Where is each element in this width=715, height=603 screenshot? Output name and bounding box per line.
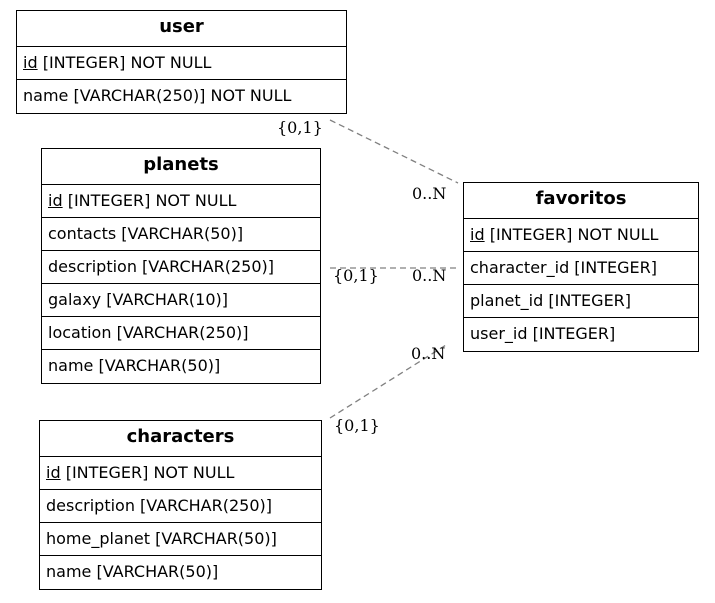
entity-user-attr-id: id [INTEGER] NOT NULL	[17, 47, 346, 80]
entity-favoritos-attr-id: id [INTEGER] NOT NULL	[464, 219, 698, 252]
relation-line-user-favoritos	[329, 119, 459, 184]
entity-planets-attr-location: location [VARCHAR(250)]	[42, 317, 320, 350]
cardinality-user-from: {0,1}	[277, 118, 323, 137]
entity-user[interactable]: user id [INTEGER] NOT NULL name [VARCHAR…	[16, 10, 347, 114]
entity-characters-attr-home-planet: home_planet [VARCHAR(50)]	[40, 523, 321, 556]
cardinality-characters-to: 0..N	[411, 344, 446, 363]
entity-planets-attr-name: name [VARCHAR(50)]	[48, 356, 221, 375]
entity-user-title: user	[17, 11, 346, 47]
entity-characters-attr-id: id [INTEGER] NOT NULL	[40, 457, 321, 490]
entity-favoritos-attr-user-id: user_id [INTEGER]	[470, 324, 616, 343]
entity-planets[interactable]: planets id [INTEGER] NOT NULL contacts […	[41, 148, 321, 384]
entity-favoritos[interactable]: favoritos id [INTEGER] NOT NULL characte…	[463, 182, 699, 352]
cardinality-planets-from: {0,1}	[333, 266, 379, 285]
entity-favoritos-title: favoritos	[464, 183, 698, 219]
entity-characters-attr-description: description [VARCHAR(250)]	[40, 490, 321, 523]
entity-planets-attr-galaxy: galaxy [VARCHAR(10)]	[42, 284, 320, 317]
cardinality-user-to: 0..N	[412, 184, 447, 203]
entity-favoritos-attr-character-id: character_id [INTEGER]	[464, 252, 698, 285]
entity-favoritos-attr-planet-id: planet_id [INTEGER]	[464, 285, 698, 318]
cardinality-planets-to: 0..N	[412, 266, 447, 285]
relation-line-characters-favoritos	[329, 344, 447, 419]
entity-characters[interactable]: characters id [INTEGER] NOT NULL descrip…	[39, 420, 322, 590]
entity-planets-attr-description: description [VARCHAR(250)]	[42, 251, 320, 284]
entity-planets-title: planets	[42, 149, 320, 185]
cardinality-characters-from: {0,1}	[334, 416, 380, 435]
entity-characters-title: characters	[40, 421, 321, 457]
entity-user-attr-name: name [VARCHAR(250)] NOT NULL	[23, 86, 292, 105]
entity-planets-attr-id: id [INTEGER] NOT NULL	[42, 185, 320, 218]
entity-characters-attr-name: name [VARCHAR(50)]	[46, 562, 219, 581]
entity-planets-attr-contacts: contacts [VARCHAR(50)]	[42, 218, 320, 251]
